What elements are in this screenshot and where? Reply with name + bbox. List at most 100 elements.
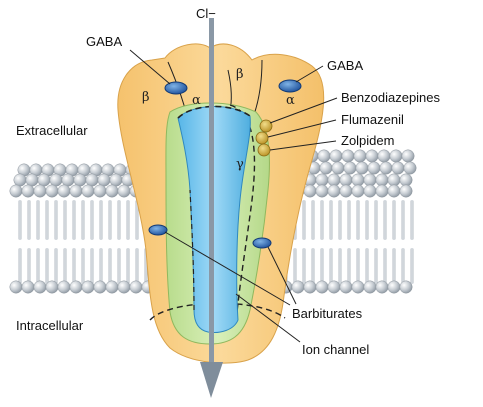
lipid-head [9, 184, 23, 198]
bottom-dashed-outline [149, 302, 286, 321]
lipid-head [105, 184, 119, 198]
lipid-head [315, 184, 329, 198]
flumazenil-label: Flumazenil [341, 112, 404, 127]
gaba-label-right: GABA [327, 58, 363, 73]
lipid-head [327, 280, 341, 294]
lipid-head [57, 184, 71, 198]
lipid-tail [374, 200, 378, 240]
lipid-head [33, 184, 47, 198]
lipid-head [363, 184, 377, 198]
lipid-head [117, 184, 131, 198]
lipid-tail [54, 200, 58, 240]
lipid-head [21, 280, 35, 294]
lipid-head [61, 173, 75, 187]
intracellular-label: Intracellular [16, 318, 84, 333]
lipid-head [13, 173, 27, 187]
lipid-head [81, 184, 95, 198]
chloride-label: Cl− [196, 6, 216, 21]
lipid-head [117, 280, 131, 294]
lipid-tail [338, 200, 342, 240]
benzodiazepines-label: Benzodiazepines [341, 90, 441, 105]
lipid-head [353, 149, 367, 163]
benzodiazepine-site [259, 119, 273, 133]
lipid-tail [27, 248, 31, 284]
lipid-head [401, 149, 415, 163]
lipid-head [339, 173, 353, 187]
lipid-head [363, 173, 377, 187]
lipid-head [105, 280, 119, 294]
lipid-head [33, 280, 47, 294]
lipid-tail [27, 200, 31, 240]
leader-flumazenil [267, 119, 337, 138]
subunit-gamma: γ [236, 157, 244, 172]
lipid-tail [383, 248, 387, 284]
lipid-tail [90, 200, 94, 240]
arrow-head [200, 362, 223, 398]
lipid-tail [392, 200, 396, 240]
lipid-head [387, 173, 401, 187]
lipid-head [331, 161, 345, 175]
leader-ion-channel [235, 293, 301, 343]
lipid-head [85, 173, 99, 187]
lipid-tail [410, 248, 414, 284]
lipid-head [37, 173, 51, 187]
lipid-head [375, 184, 389, 198]
lipid-head [319, 161, 333, 175]
lipid-head [339, 280, 353, 294]
extracellular-label: Extracellular [16, 123, 88, 138]
lipid-tail [320, 248, 324, 284]
gaba-site-left [164, 81, 188, 95]
lipid-tail [293, 248, 297, 284]
leader-lines [129, 49, 338, 343]
zolpidem-label: Zolpidem [341, 133, 394, 148]
lipid-head [303, 184, 317, 198]
lipid-head [73, 173, 87, 187]
gaba-site-right [278, 79, 302, 93]
flumazenil-site [255, 131, 269, 145]
barbiturates-label: Barbiturates [292, 306, 363, 321]
lipid-tail [72, 200, 76, 240]
subunit-beta-left: β [142, 90, 150, 105]
lipid-head [57, 280, 71, 294]
lipid-head [367, 161, 381, 175]
lipid-head [351, 280, 365, 294]
lipid-head [317, 149, 331, 163]
lipid-tail [338, 248, 342, 284]
lipid-tail [99, 248, 103, 284]
lipid-tail [126, 200, 130, 240]
leader-barbiturates-left [164, 231, 291, 306]
lipid-tail [302, 248, 306, 284]
lipid-head [303, 280, 317, 294]
lipid-tail [329, 200, 333, 240]
leader-benzodiazepines [269, 97, 338, 124]
lipid-tail [356, 248, 360, 284]
lipid-head [387, 280, 401, 294]
leader-gaba-left [129, 49, 171, 85]
lipid-head [69, 184, 83, 198]
lipid-head [327, 184, 341, 198]
zolpidem-site [257, 143, 271, 157]
lipid-tail [126, 248, 130, 284]
lipid-tail [311, 248, 315, 284]
ion-channel-label: Ion channel [302, 342, 369, 357]
leader-gaba-right [295, 65, 324, 83]
lipid-tail [356, 200, 360, 240]
leader-zolpidem [269, 140, 337, 151]
lipid-head [341, 149, 355, 163]
lipid-head [355, 161, 369, 175]
lipid-head [343, 161, 357, 175]
lipid-tail [329, 248, 333, 284]
lipid-tail [45, 200, 49, 240]
lipid-tail [90, 248, 94, 284]
lipid-head [45, 184, 59, 198]
lipid-tail [54, 248, 58, 284]
lipid-head [327, 173, 341, 187]
lipid-head [351, 173, 365, 187]
barbiturate-site-left [148, 224, 168, 236]
lipid-tail [63, 248, 67, 284]
lipid-tail [36, 200, 40, 240]
lipid-head [45, 280, 59, 294]
lipid-tail [108, 200, 112, 240]
lipid-head [315, 280, 329, 294]
